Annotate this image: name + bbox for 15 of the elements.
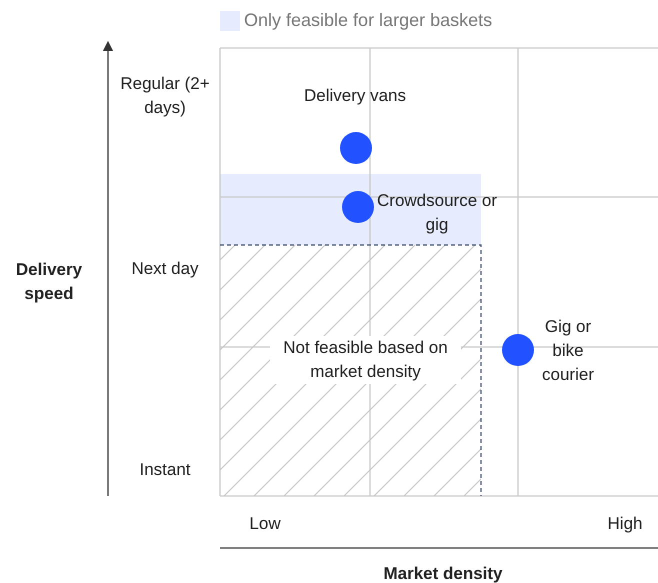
axis-tick-label: Regular (2+ days) <box>119 73 211 119</box>
axis-tick-label: Low <box>248 513 282 535</box>
axis-tick-label: High <box>606 513 644 535</box>
axis-tick-label: Instant <box>138 459 192 481</box>
legend-text: Only feasible for larger baskets <box>244 10 492 31</box>
region-label: Not feasible based on market density <box>270 336 461 384</box>
axis-title: Delivery speed <box>14 259 84 305</box>
axis-tick-label: Next day <box>130 258 200 280</box>
data-point <box>502 334 534 366</box>
point-label: Gig or bike courier <box>541 316 595 386</box>
axis-title: Market density <box>382 563 504 583</box>
data-point <box>340 132 372 164</box>
point-label: Delivery vans <box>302 85 408 107</box>
point-label: Crowdsource or gig <box>376 190 498 236</box>
data-point <box>342 191 374 223</box>
